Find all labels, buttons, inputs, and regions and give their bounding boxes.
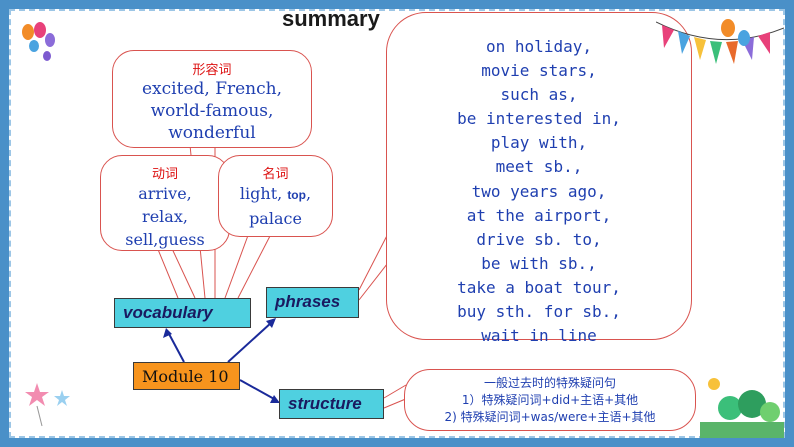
phrase-item: take a boat tour, <box>457 277 621 297</box>
structure-node: structure <box>279 389 384 419</box>
verbs-bubble: 动词 arrive, relax, sell,guess <box>100 155 230 251</box>
vocabulary-node: vocabulary <box>114 298 251 328</box>
structure-rule-1: 1）特殊疑问词+did+主语+其他 <box>461 393 639 407</box>
page-title: summary <box>282 6 380 31</box>
phrase-item: be with sb., <box>481 253 597 273</box>
phrase-item: meet sb., <box>495 157 583 177</box>
verb-line: arrive, <box>138 184 192 203</box>
phrase-item: at the airport, <box>466 205 612 225</box>
module-node: Module 10 <box>133 362 240 390</box>
noun-callout-line <box>224 229 251 299</box>
stars-icon <box>25 383 70 427</box>
noun-comma: , <box>305 184 312 203</box>
nouns-bubble: 名词 light, top, palace <box>218 155 333 237</box>
arrowhead-phrases <box>266 318 276 328</box>
adjectives-heading: 形容词 <box>192 63 232 78</box>
arrowhead-vocabulary <box>163 328 172 338</box>
noun-line: light, top, <box>219 182 332 207</box>
noun-light: light, <box>239 184 283 203</box>
structure-bubble: 一般过去时的特殊疑问句 1）特殊疑问词+did+主语+其他 2) 特殊疑问词+w… <box>404 369 696 431</box>
structure-rule-2: 2) 特殊疑问词+was/were+主语+其他 <box>444 410 656 424</box>
phrase-item: buy sth. for sb., <box>457 302 621 322</box>
adjective-line: world-famous, <box>150 101 274 121</box>
noun-line: palace <box>249 209 302 228</box>
bunting-icon <box>656 19 784 64</box>
adjectives-bubble: 形容词 excited, French, world-famous, wonde… <box>112 50 312 148</box>
structure-heading: 一般过去时的特殊疑问句 <box>483 376 616 390</box>
arrow-to-structure <box>239 379 277 401</box>
noun-top: top <box>287 188 306 202</box>
phrases-bubble: on holiday, movie stars, such as, be int… <box>386 12 692 345</box>
arrowhead-structure <box>270 395 280 403</box>
structure-callout-line <box>383 384 407 399</box>
phrase-item: two years ago, <box>471 181 607 201</box>
verb-line: sell,guess <box>125 230 205 249</box>
nouns-heading: 名词 <box>262 167 289 182</box>
phrase-item: be interested in, <box>457 109 621 129</box>
phrases-node: phrases <box>266 287 359 318</box>
adjective-line: excited, French, <box>142 79 282 99</box>
phrase-item: drive sb. to, <box>476 229 602 249</box>
balloons-icon <box>22 22 55 61</box>
verb-line: relax, <box>142 207 188 226</box>
verbs-heading: 动词 <box>151 167 178 182</box>
noun-callout-line-2 <box>237 235 271 299</box>
arrow-to-vocabulary <box>167 331 185 363</box>
phrase-item: play with, <box>490 133 588 153</box>
adjective-line: wonderful <box>168 123 256 143</box>
trees-icon <box>700 378 784 438</box>
phrase-item: movie stars, <box>481 61 597 81</box>
phrase-item: on holiday, <box>486 37 592 56</box>
arrow-to-phrases <box>227 321 273 363</box>
page-frame-inner <box>9 9 785 438</box>
phrase-item: wait in line <box>481 326 597 346</box>
phrase-item: such as, <box>500 85 578 105</box>
